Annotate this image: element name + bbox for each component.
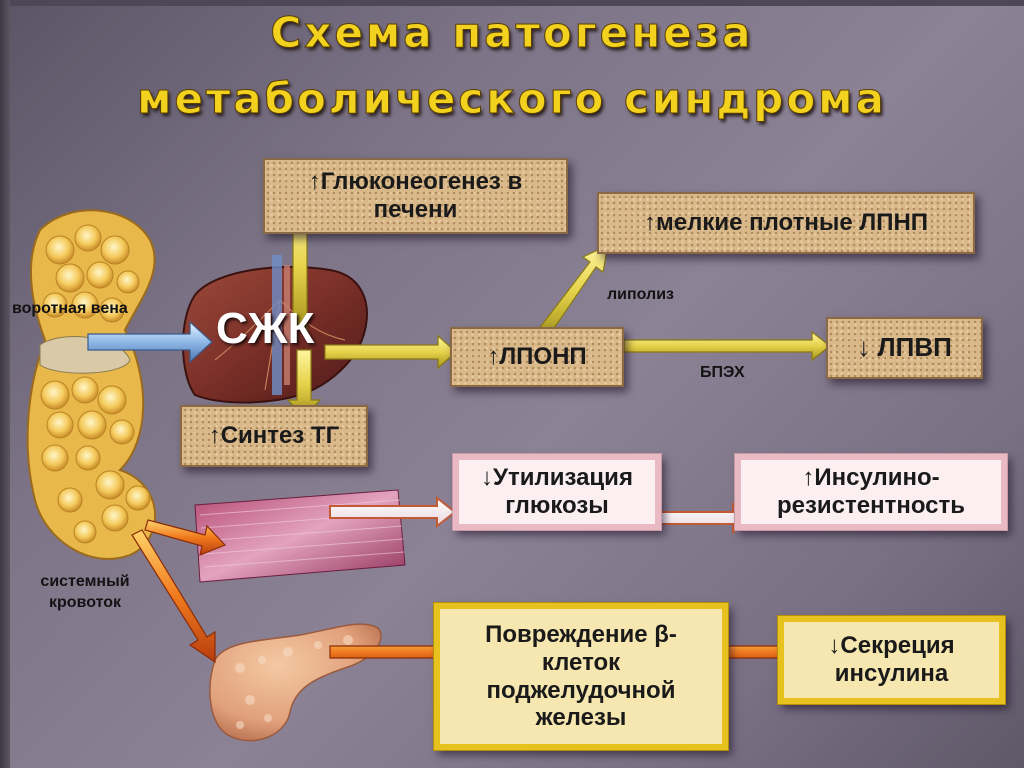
muscle-tissue-illustration <box>194 489 406 583</box>
pancreas-illustration <box>209 623 382 742</box>
gluconeogenesis-box: ↑Глюконеогенез в печени <box>263 158 568 234</box>
vldl-box: ↑ЛПОНП <box>450 327 624 387</box>
arrow-portal-vein <box>87 320 213 364</box>
insulin-resistance-box: ↑Инсулино-резистентность <box>734 453 1008 531</box>
arrow-vldl-to-hdl <box>623 330 831 362</box>
slide-title-line-1: Схема патогенеза <box>270 8 754 58</box>
systemic-circulation-label: системный кровоток <box>40 573 130 611</box>
slide-left-frame <box>0 0 10 768</box>
lipolysis-label: липолиз <box>607 286 674 303</box>
adipose-tissue-illustration <box>26 209 156 560</box>
slide-top-frame <box>0 0 1024 6</box>
ffa-label: СЖК <box>216 304 315 353</box>
beta-cell-damage-box: Повреждение β-клеток поджелудочной желез… <box>433 602 729 751</box>
arrow-muscle-to-glucose <box>329 495 457 529</box>
tg-synthesis-box: ↑Синтез ТГ <box>180 405 368 467</box>
arrows-orange <box>131 519 811 669</box>
glucose-utilization-box: ↓Утилизация глюкозы <box>452 453 662 531</box>
hdl-box: ↓ ЛПВП <box>826 317 983 379</box>
arrow-adipose-to-muscle <box>144 519 227 556</box>
small-ldl-box: ↑мелкие плотные ЛПНП <box>597 192 975 254</box>
arrow-adipose-to-pancreas <box>131 529 216 664</box>
portal-vein-label: воротная вена <box>12 300 128 317</box>
arrow-vldl-to-ldl <box>537 243 609 338</box>
liver-illustration <box>182 255 368 404</box>
hepatic-lipase-label: БПЭХ <box>700 364 745 381</box>
slide-title-line-2: метаболического синдрома <box>137 74 887 124</box>
arrow-liver-to-vldl <box>324 334 457 370</box>
insulin-secretion-box: ↓Секреция инсулина <box>777 615 1006 705</box>
